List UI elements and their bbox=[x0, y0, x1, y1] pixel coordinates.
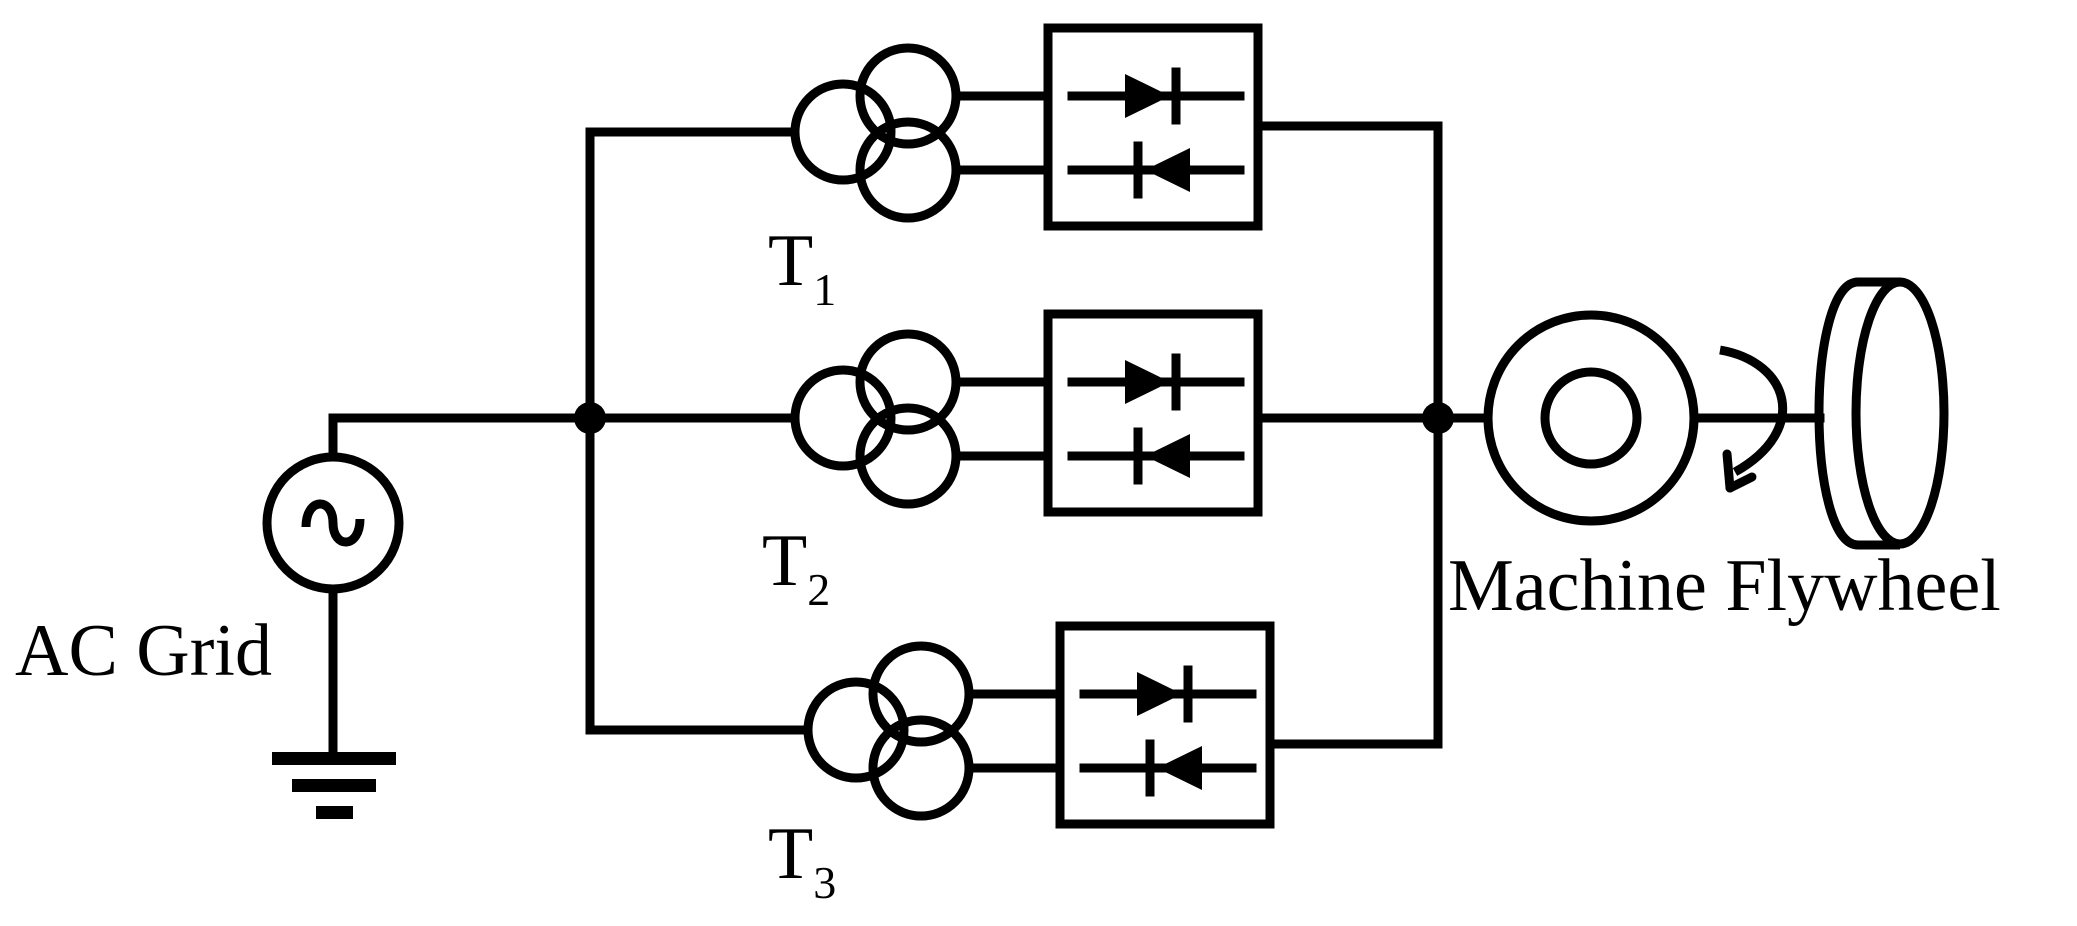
converter-3 bbox=[1055, 621, 1275, 829]
t1-label: T1 bbox=[768, 220, 836, 315]
rotation-arrow-icon bbox=[1719, 345, 1788, 493]
converter-2 bbox=[1043, 309, 1263, 517]
transformer-t3 bbox=[803, 641, 974, 821]
left-bus-junction bbox=[574, 402, 606, 434]
ground-symbol bbox=[272, 752, 396, 819]
t2-label: T2 bbox=[762, 520, 830, 615]
flywheel-symbol bbox=[1814, 277, 1949, 550]
transformer-t2 bbox=[790, 329, 961, 509]
machine-flywheel-label: Machine Flywheel bbox=[1448, 545, 2001, 627]
t3-label: T3 bbox=[768, 813, 836, 908]
transformer-t1 bbox=[790, 43, 961, 223]
ac-source bbox=[262, 452, 404, 594]
source-top-wire bbox=[328, 413, 595, 462]
converter-1 bbox=[1043, 23, 1263, 231]
ac-grid-label: AC Grid bbox=[15, 610, 272, 692]
machine-symbol bbox=[1483, 310, 1699, 526]
